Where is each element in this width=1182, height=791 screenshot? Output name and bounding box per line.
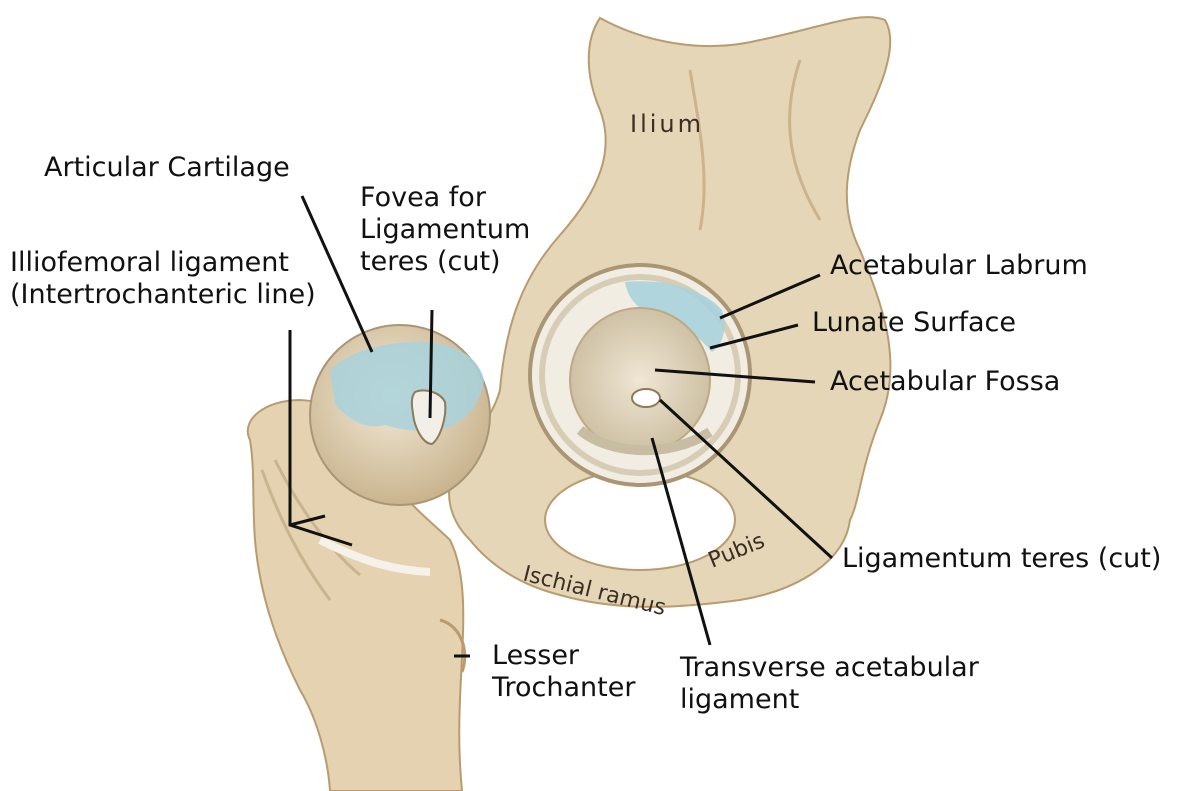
ligamentum-teres-stump: [632, 389, 660, 407]
fovea-text-line-1: Fovea for: [360, 182, 530, 214]
lesser-trochanter-text-line-2: Trochanter: [492, 672, 635, 704]
fovea-text-line-3: teres (cut): [360, 246, 530, 278]
acetabular-labrum-label: Acetabular Labrum: [830, 250, 1088, 282]
articular-cartilage-text: Articular Cartilage: [44, 152, 290, 184]
articular-cartilage-label: Articular Cartilage: [44, 152, 290, 184]
fovea-leader: [430, 310, 432, 418]
ligamentum-teres-text: Ligamentum teres (cut): [842, 543, 1161, 575]
acetabular-fossa-label: Acetabular Fossa: [830, 366, 1060, 398]
lesser-trochanter-label: Lesser Trochanter: [492, 640, 635, 704]
articular-cartilage: [330, 342, 484, 431]
transverse-ligament-text-line-2: ligament: [680, 684, 979, 716]
lunate-surface-text: Lunate Surface: [812, 307, 1016, 339]
acetabular-labrum-text: Acetabular Labrum: [830, 250, 1088, 282]
transverse-ligament-label: Transverse acetabular ligament: [680, 652, 979, 716]
acetabular-fossa-text: Acetabular Fossa: [830, 366, 1060, 398]
ligamentum-teres-label: Ligamentum teres (cut): [842, 543, 1161, 575]
fovea-label: Fovea for Ligamentum teres (cut): [360, 182, 530, 278]
iliofemoral-text-line-2: (Intertrochanteric line): [10, 279, 316, 311]
lunate-surface-label: Lunate Surface: [812, 307, 1016, 339]
acetabular-fossa: [570, 308, 710, 452]
ilium-label: Ilium: [630, 110, 704, 138]
iliofemoral-label: Illiofemoral ligament (Intertrochanteric…: [10, 247, 316, 311]
fovea-text-line-2: Ligamentum: [360, 214, 530, 246]
lesser-trochanter-text-line-1: Lesser: [492, 640, 635, 672]
iliofemoral-text-line-1: Illiofemoral ligament: [10, 247, 316, 279]
transverse-ligament-text-line-1: Transverse acetabular: [680, 652, 979, 684]
